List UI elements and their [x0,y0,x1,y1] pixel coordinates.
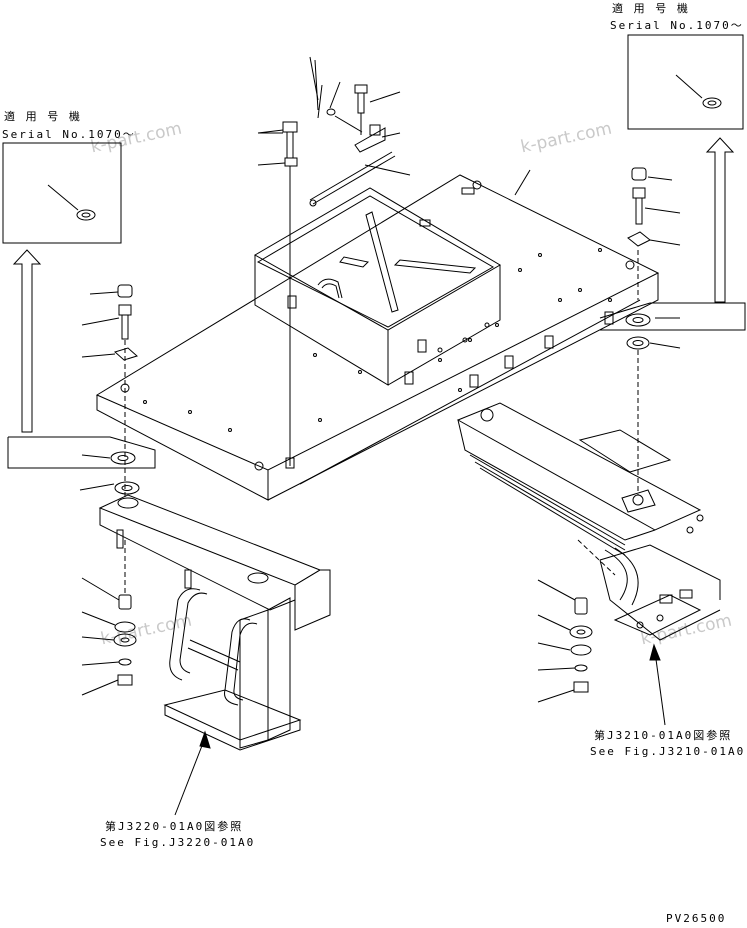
callout-box-right [600,303,745,330]
left-support-leg [80,482,330,750]
callout-box-left [8,437,155,468]
storage-box [255,188,500,385]
right-leg-fasteners [538,580,592,702]
left-fastener-stack [82,285,137,500]
top-hardware [283,60,395,468]
leader-lines-top [258,57,530,195]
arrow-up-left [14,250,40,432]
drawing-number: PV26500 [666,912,727,925]
left-leg-fasteners [82,578,136,695]
arrow-up-right [707,138,733,302]
reference-left-en: See Fig.J3220-01A0 [100,836,256,849]
right-frame [458,403,720,640]
serial-number-right: Serial No.1070～ [610,19,744,32]
serial-box-right [628,35,743,129]
reference-arrow-left [175,732,210,815]
right-fastener-stack [627,168,680,495]
serial-title-left: 適 用 号 機 [4,110,82,123]
leader-lines-left [258,130,283,133]
serial-title-right: 適 用 号 機 [612,2,690,15]
reference-left-jp: 第J3220-01A0図参照 [105,820,244,833]
reference-right-jp: 第J3210-01A0図参照 [594,729,733,742]
platform-plate [97,175,658,500]
reference-right-en: See Fig.J3210-01A0 [590,745,746,758]
serial-box-left [3,143,121,243]
reference-arrow-right [650,645,665,725]
serial-number-left: Serial No.1070～ [2,128,136,141]
